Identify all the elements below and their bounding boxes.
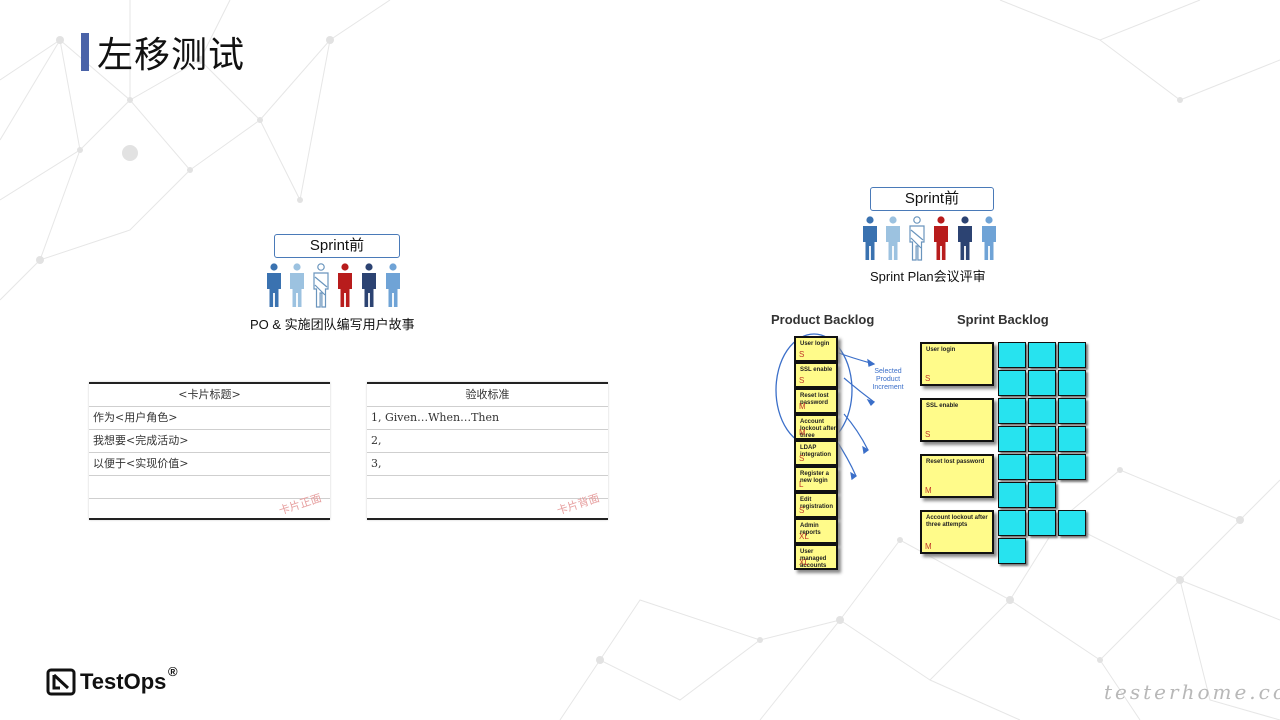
task-note <box>998 342 1026 368</box>
page-title: 左移测试 <box>97 35 246 76</box>
increment-label: Selected Product Increment <box>872 368 904 391</box>
testops-logo-icon <box>46 668 76 696</box>
sprint-backlog-title: Sprint Backlog <box>957 312 1049 327</box>
site-watermark: testerhome.com <box>1104 680 1280 704</box>
task-note <box>1028 482 1056 508</box>
story-card-back: 验收标准 1, Given…When…Then 2, 3, 卡片背面 <box>367 382 608 520</box>
card-row: 我想要<完成活动> <box>89 430 330 453</box>
team-people-icon <box>863 216 996 261</box>
task-note <box>1058 398 1086 424</box>
task-note <box>998 426 1026 452</box>
card-row: 1, Given…When…Then <box>367 407 608 430</box>
task-note <box>1028 342 1056 368</box>
task-note <box>1028 398 1056 424</box>
card-row: 验收标准 <box>367 384 608 407</box>
task-note <box>998 482 1026 508</box>
sprint-label-left: Sprint前 <box>274 234 400 258</box>
product-backlog-title: Product Backlog <box>771 312 875 327</box>
caption-left: PO & 实施团队编写用户故事 <box>250 317 415 332</box>
card-row: 2, <box>367 430 608 453</box>
task-note <box>998 454 1026 480</box>
card-row: 3, <box>367 453 608 476</box>
task-note <box>1058 426 1086 452</box>
task-note <box>1058 454 1086 480</box>
task-note <box>1028 510 1056 536</box>
title-accent-bar <box>81 33 89 71</box>
card-row <box>367 476 608 499</box>
card-row <box>89 476 330 499</box>
story-card-front: <卡片标题> 作为<用户角色> 我想要<完成活动> 以便于<实现价值> 卡片正面 <box>89 382 330 520</box>
task-note <box>998 370 1026 396</box>
task-note <box>1058 370 1086 396</box>
task-note <box>1058 510 1086 536</box>
task-note <box>998 510 1026 536</box>
task-note <box>1028 426 1056 452</box>
task-note <box>1028 454 1056 480</box>
card-row: 作为<用户角色> <box>89 407 330 430</box>
caption-right: Sprint Plan会议评审 <box>870 269 986 284</box>
task-note <box>998 398 1026 424</box>
card-row: <卡片标题> <box>89 384 330 407</box>
sprint-label-right: Sprint前 <box>870 187 994 211</box>
task-note <box>1058 342 1086 368</box>
task-note <box>998 538 1026 564</box>
registered-mark: ® <box>168 664 178 679</box>
task-note <box>1028 370 1056 396</box>
backlog-diagram: Product Backlog Sprint Backlog Selected … <box>764 308 1104 586</box>
brand-name: TestOps <box>80 669 167 694</box>
card-row: 以便于<实现价值> <box>89 453 330 476</box>
team-people-icon <box>267 263 400 308</box>
